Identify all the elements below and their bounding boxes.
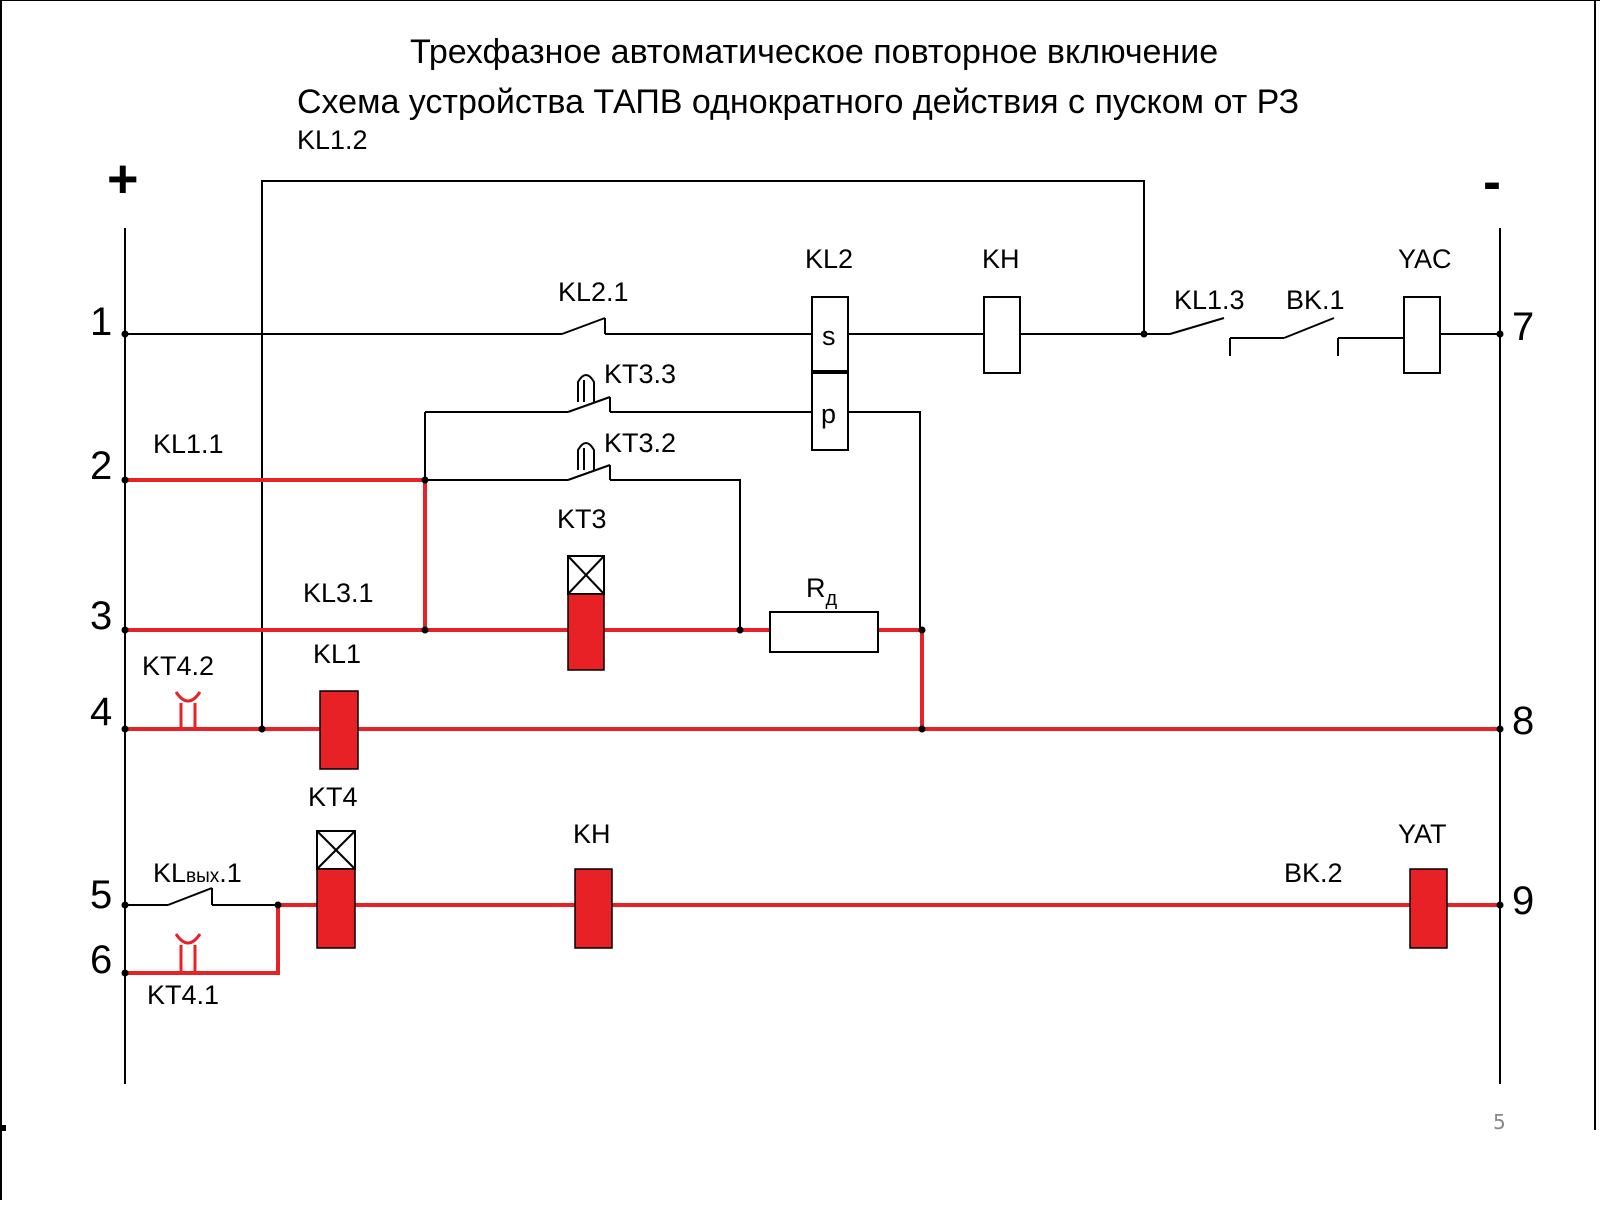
label-yac: YAC xyxy=(1398,244,1452,274)
winding-p-label: p xyxy=(821,399,836,429)
kh-bottom-coil xyxy=(574,868,613,949)
kt3-relay xyxy=(567,555,605,671)
node-5-label: 5 xyxy=(90,873,112,917)
node-8-label: 8 xyxy=(1512,699,1534,743)
node-6-label: 6 xyxy=(90,938,112,982)
label-kt3-3: KT3.3 xyxy=(604,359,676,389)
minus-rail-sign: - xyxy=(1483,152,1501,212)
label-kl-vyh-1: KLвых.1 xyxy=(153,858,242,888)
label-yat: YAT xyxy=(1398,819,1447,849)
node-3-label: 3 xyxy=(90,594,112,638)
node-4-label: 4 xyxy=(90,690,112,734)
node-2-label: 2 xyxy=(90,444,112,488)
label-kl3-1: KL3.1 xyxy=(303,578,374,608)
label-kl1-1: KL1.1 xyxy=(153,429,224,459)
label-kt3: KT3 xyxy=(557,504,607,534)
resistor-rd xyxy=(769,611,879,653)
kl1-coil xyxy=(319,690,359,770)
page-number: 5 xyxy=(1493,1110,1506,1134)
label-bk1: BK.1 xyxy=(1286,285,1345,315)
label-kt3-2: KT3.2 xyxy=(604,428,676,458)
node-7-label: 7 xyxy=(1512,305,1534,349)
kt4-2-contact-symbol xyxy=(174,691,202,729)
label-kl1-3: KL1.3 xyxy=(1174,285,1245,315)
label-kl2: KL2 xyxy=(805,244,853,274)
yac-coil xyxy=(1403,296,1441,374)
label-kt4-2: KT4.2 xyxy=(142,651,214,681)
power-rails xyxy=(124,228,1501,1084)
label-kt4: KT4 xyxy=(308,782,358,812)
title-line-1: Трехфазное автоматическое повторное вклю… xyxy=(410,33,1218,71)
label-kl1-2: KL1.2 xyxy=(297,125,368,155)
title-line-2: Схема устройства ТАПВ однократного дейст… xyxy=(297,83,1299,121)
node-1-label: 1 xyxy=(90,300,112,344)
kl2-winding-s xyxy=(811,296,849,372)
plus-rail-sign: + xyxy=(107,149,139,209)
kh-top-coil xyxy=(983,296,1021,374)
kt3-coil xyxy=(567,593,605,671)
corner-mark xyxy=(0,1125,6,1131)
junction-dots xyxy=(121,330,1504,977)
label-rd: Rд xyxy=(806,573,838,610)
label-kh-top: KH xyxy=(982,244,1020,274)
kt4-coil xyxy=(316,868,356,949)
label-kt4-1: KT4.1 xyxy=(147,980,219,1010)
kl2-winding-p xyxy=(811,372,849,451)
node-9-label: 9 xyxy=(1512,879,1534,923)
kt3-3-delay-symbol xyxy=(577,374,595,402)
winding-s-label: s xyxy=(822,321,836,351)
label-bk2: BK.2 xyxy=(1284,858,1343,888)
kt3-2-delay-symbol xyxy=(577,442,595,470)
yat-coil xyxy=(1409,868,1448,949)
label-kh-bottom: KH xyxy=(573,819,611,849)
kt4-relay xyxy=(316,830,356,949)
label-kl1: KL1 xyxy=(313,639,361,669)
label-kl2-1: KL2.1 xyxy=(558,277,629,307)
kt4-1-contact-symbol xyxy=(174,933,202,973)
relay-kl2 xyxy=(811,296,849,451)
